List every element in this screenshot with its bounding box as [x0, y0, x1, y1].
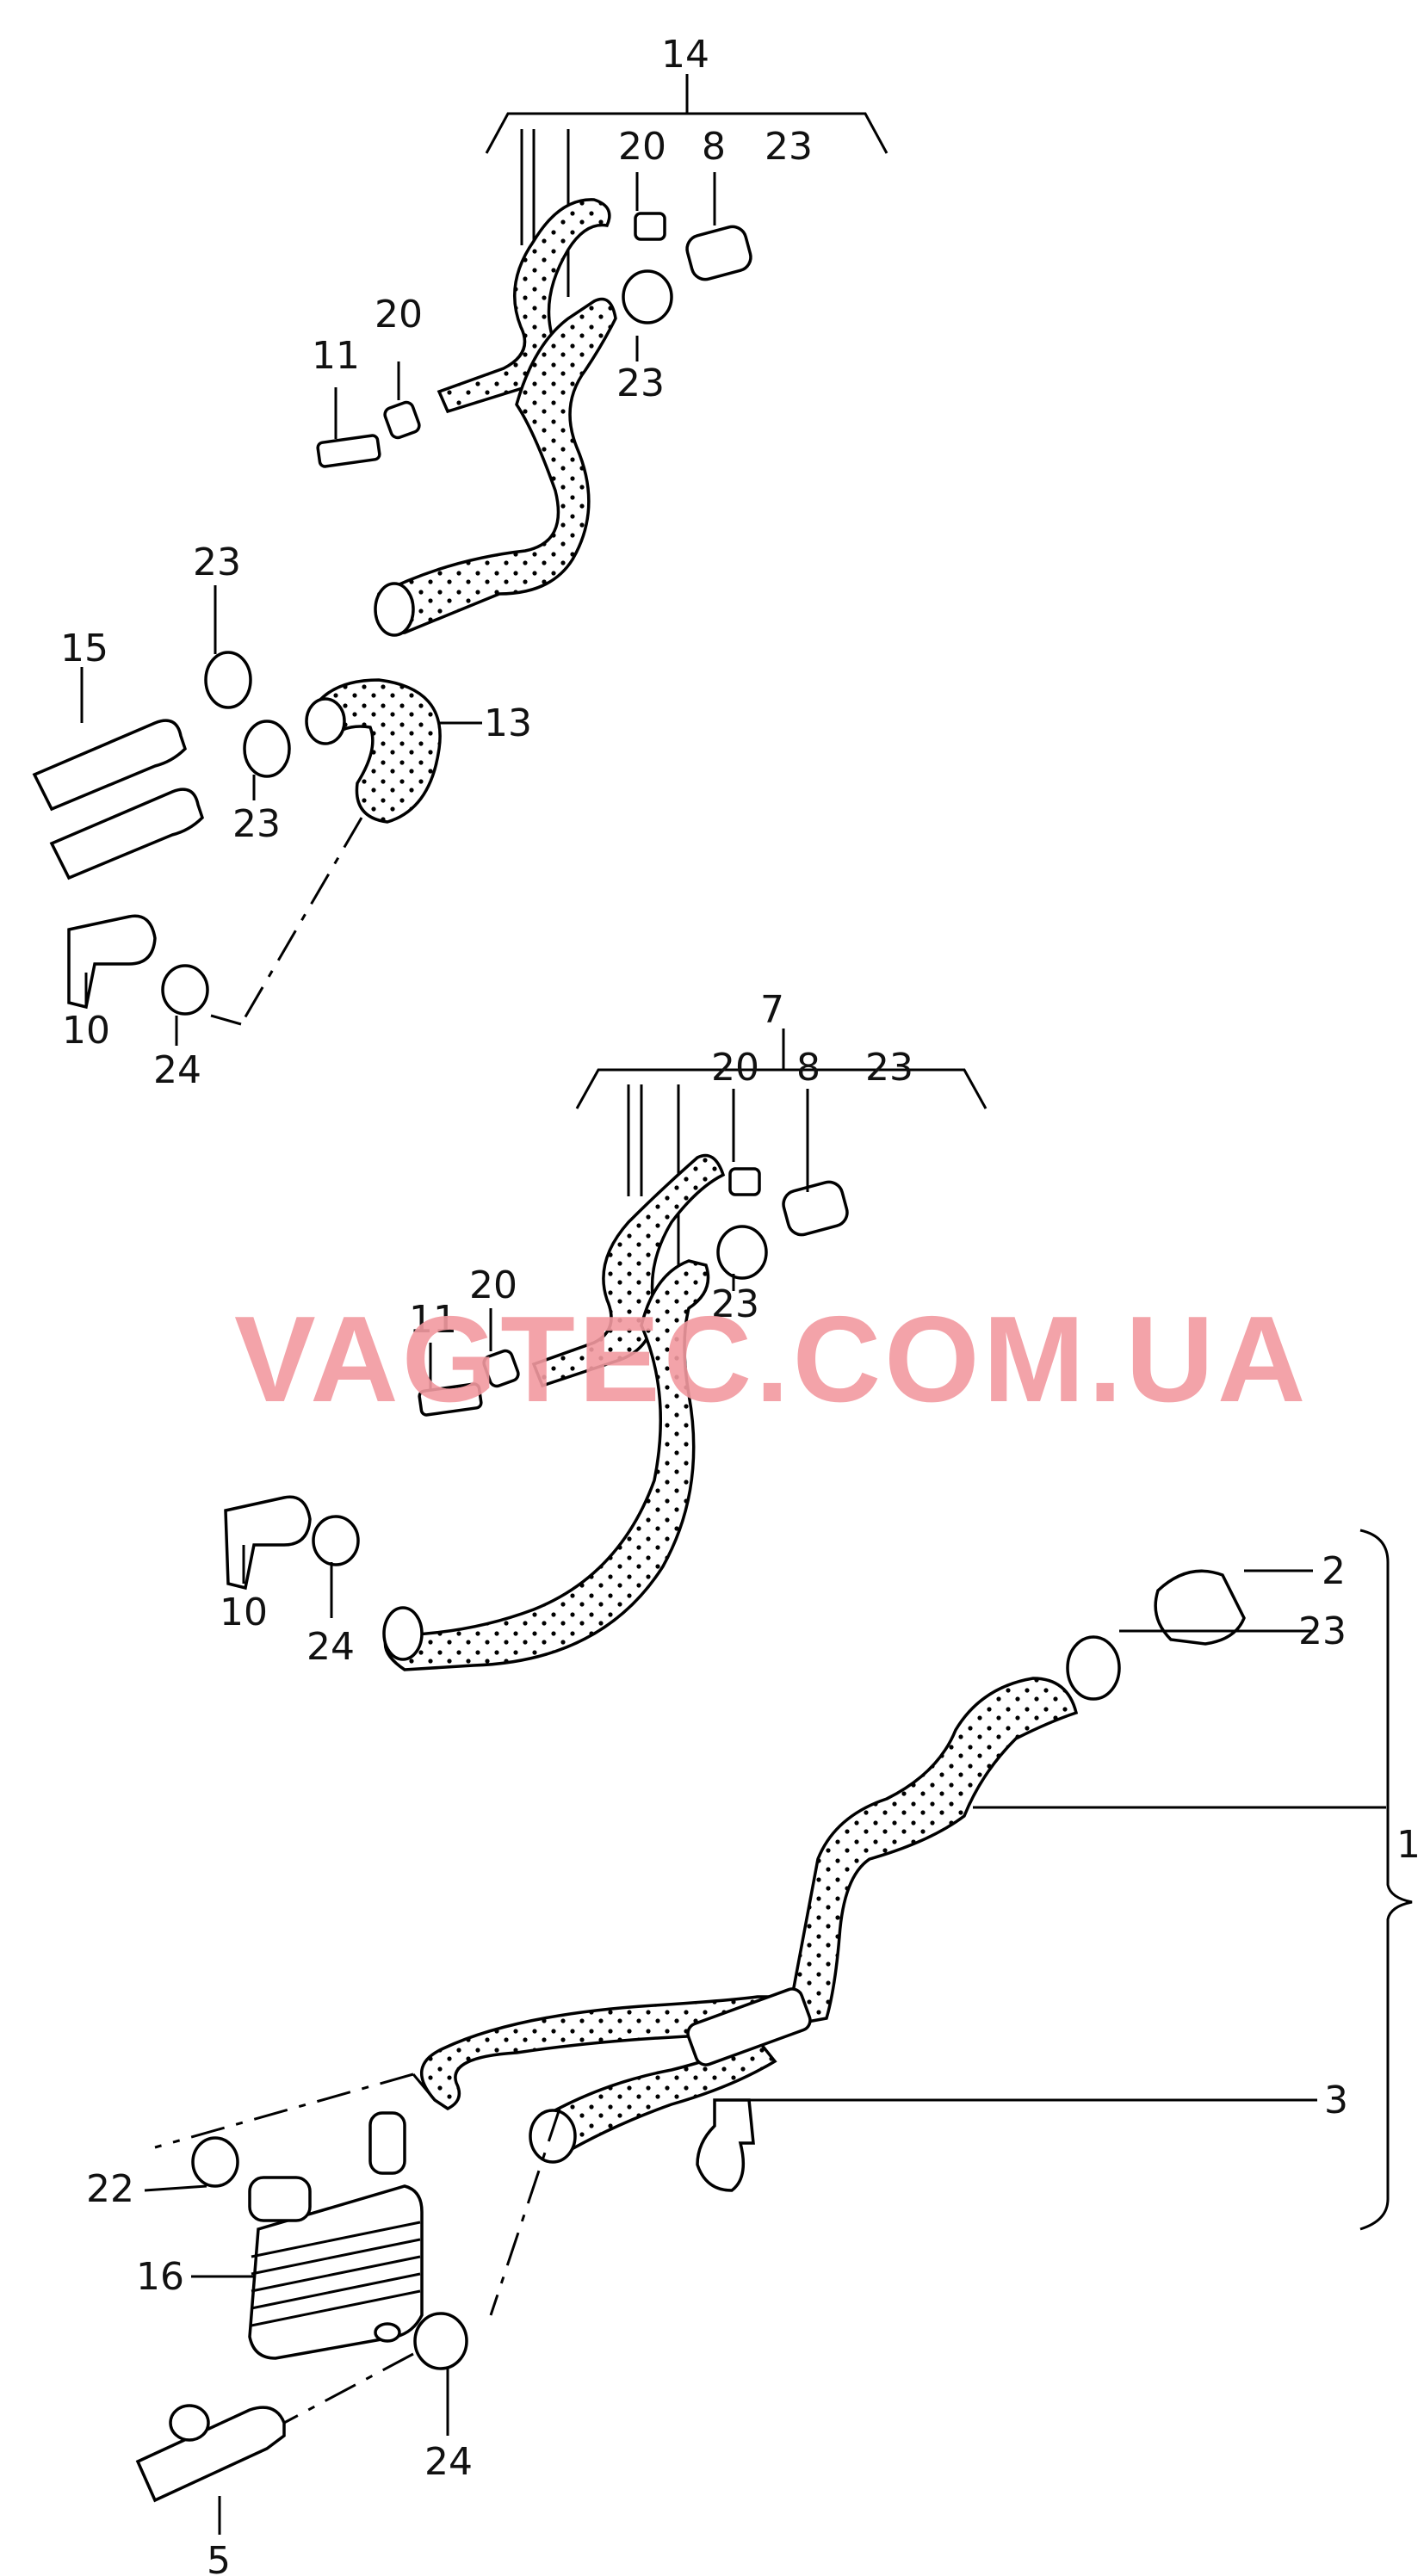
- main-hose: [420, 1677, 1079, 2111]
- callout-23: 23: [865, 1046, 913, 1090]
- clamp-24: [161, 964, 209, 1016]
- clamp-22: [191, 2136, 239, 2188]
- callout-10: 10: [220, 1591, 268, 1634]
- callout-11: 11: [312, 334, 360, 378]
- connector-8-b: [782, 1180, 849, 1237]
- callout-20: 20: [618, 125, 666, 169]
- callout-20: 20: [375, 293, 423, 337]
- oil-cooler-16: [248, 2111, 424, 2360]
- callout-5: 5: [207, 2539, 231, 2576]
- callout-labels: 14 20 8 23 23 20 11 23 15 13 23 10 24 7 …: [60, 33, 1421, 2576]
- callout-16: 16: [136, 2255, 184, 2299]
- connector-2: [1154, 1569, 1246, 1646]
- connector-8: [685, 225, 752, 281]
- pipes-15: [32, 719, 188, 812]
- callout-24: 24: [306, 1625, 355, 1669]
- coolant-hose-large: [375, 297, 617, 635]
- callout-23: 23: [193, 541, 241, 584]
- fitting-10-b: [224, 1495, 312, 1591]
- callout-24: 24: [153, 1048, 201, 1092]
- callout-22: 22: [86, 2167, 134, 2211]
- coolant-hose-large-b: [383, 1259, 710, 1671]
- pipe-11-b: [418, 1382, 483, 1417]
- callout-20: 20: [469, 1263, 517, 1307]
- callout-23: 23: [765, 125, 813, 169]
- callout-8: 8: [702, 125, 726, 169]
- callout-14: 14: [661, 33, 709, 77]
- callout-13: 13: [484, 701, 532, 745]
- callout-23: 23: [711, 1282, 759, 1326]
- bleed-valve-3: [696, 2098, 755, 2192]
- clamp-23-left-lower: [243, 720, 291, 778]
- hose-assembly-14: [32, 74, 888, 1026]
- clamp-24-b: [413, 2312, 468, 2370]
- clamp-23-top: [622, 269, 673, 324]
- callout-8: 8: [796, 1046, 820, 1090]
- callout-2: 2: [1322, 1549, 1346, 1593]
- coolant-hose-small: [436, 198, 611, 414]
- callout-23: 23: [616, 361, 665, 405]
- callout-3: 3: [1324, 2079, 1348, 2122]
- callout-24: 24: [424, 2440, 473, 2484]
- pipe-5: [135, 2406, 286, 2503]
- callout-leaders: [80, 172, 1317, 2535]
- hose-assembly-7: [224, 1029, 988, 1671]
- callout-10: 10: [62, 1009, 110, 1053]
- callout-23: 23: [232, 802, 281, 846]
- watermark: VAGTEC.COM.UA: [234, 1291, 1309, 1428]
- clamp-23-left-upper: [204, 651, 252, 709]
- callout-15: 15: [60, 627, 108, 670]
- callout-7: 7: [760, 988, 784, 1032]
- clamp-23-bottom: [1066, 1635, 1121, 1701]
- hose-assembly-1: [135, 1529, 1413, 2503]
- pipe-11: [316, 434, 381, 468]
- callout-23: 23: [1298, 1609, 1347, 1653]
- clamp-20: [383, 400, 421, 440]
- tee-fitting: [686, 1987, 812, 2066]
- callout-11: 11: [409, 1298, 457, 1342]
- callout-1: 1: [1396, 1823, 1421, 1867]
- callout-20: 20: [711, 1046, 759, 1090]
- fitting-10: [67, 914, 157, 1010]
